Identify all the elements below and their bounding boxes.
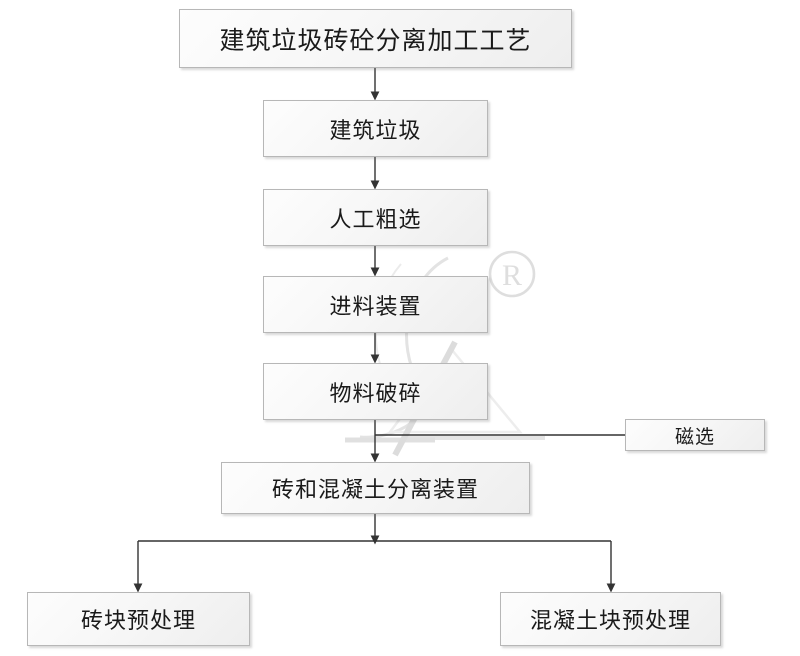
node-label: 混凝土块预处理	[529, 608, 691, 633]
node-label: 人工粗选	[329, 206, 422, 232]
registered-trademark-icon: R	[488, 250, 536, 298]
node-brick-concrete-separator[interactable]: 砖和混凝土分离装置	[221, 462, 530, 514]
node-material-crushing[interactable]: 物料破碎	[263, 363, 488, 420]
node-label: 建筑垃圾	[329, 117, 422, 143]
node-label: 物料破碎	[329, 380, 422, 406]
title-box: 建筑垃圾砖砼分离加工工艺	[179, 9, 572, 68]
node-manual-rough-sorting[interactable]: 人工粗选	[263, 189, 488, 246]
node-magnetic-separation[interactable]: 磁选	[625, 419, 765, 451]
node-concrete-pretreatment[interactable]: 混凝土块预处理	[500, 592, 721, 646]
node-construction-waste[interactable]: 建筑垃圾	[263, 100, 488, 157]
node-brick-pretreatment[interactable]: 砖块预处理	[27, 592, 250, 646]
title-box-label: 建筑垃圾砖砼分离加工工艺	[219, 27, 532, 55]
svg-text:R: R	[502, 259, 522, 292]
node-feeding-device[interactable]: 进料装置	[263, 276, 488, 333]
node-label: 磁选	[674, 426, 715, 448]
node-label: 进料装置	[329, 293, 422, 319]
node-label: 砖块预处理	[80, 608, 196, 633]
node-label: 砖和混凝土分离装置	[271, 477, 479, 502]
